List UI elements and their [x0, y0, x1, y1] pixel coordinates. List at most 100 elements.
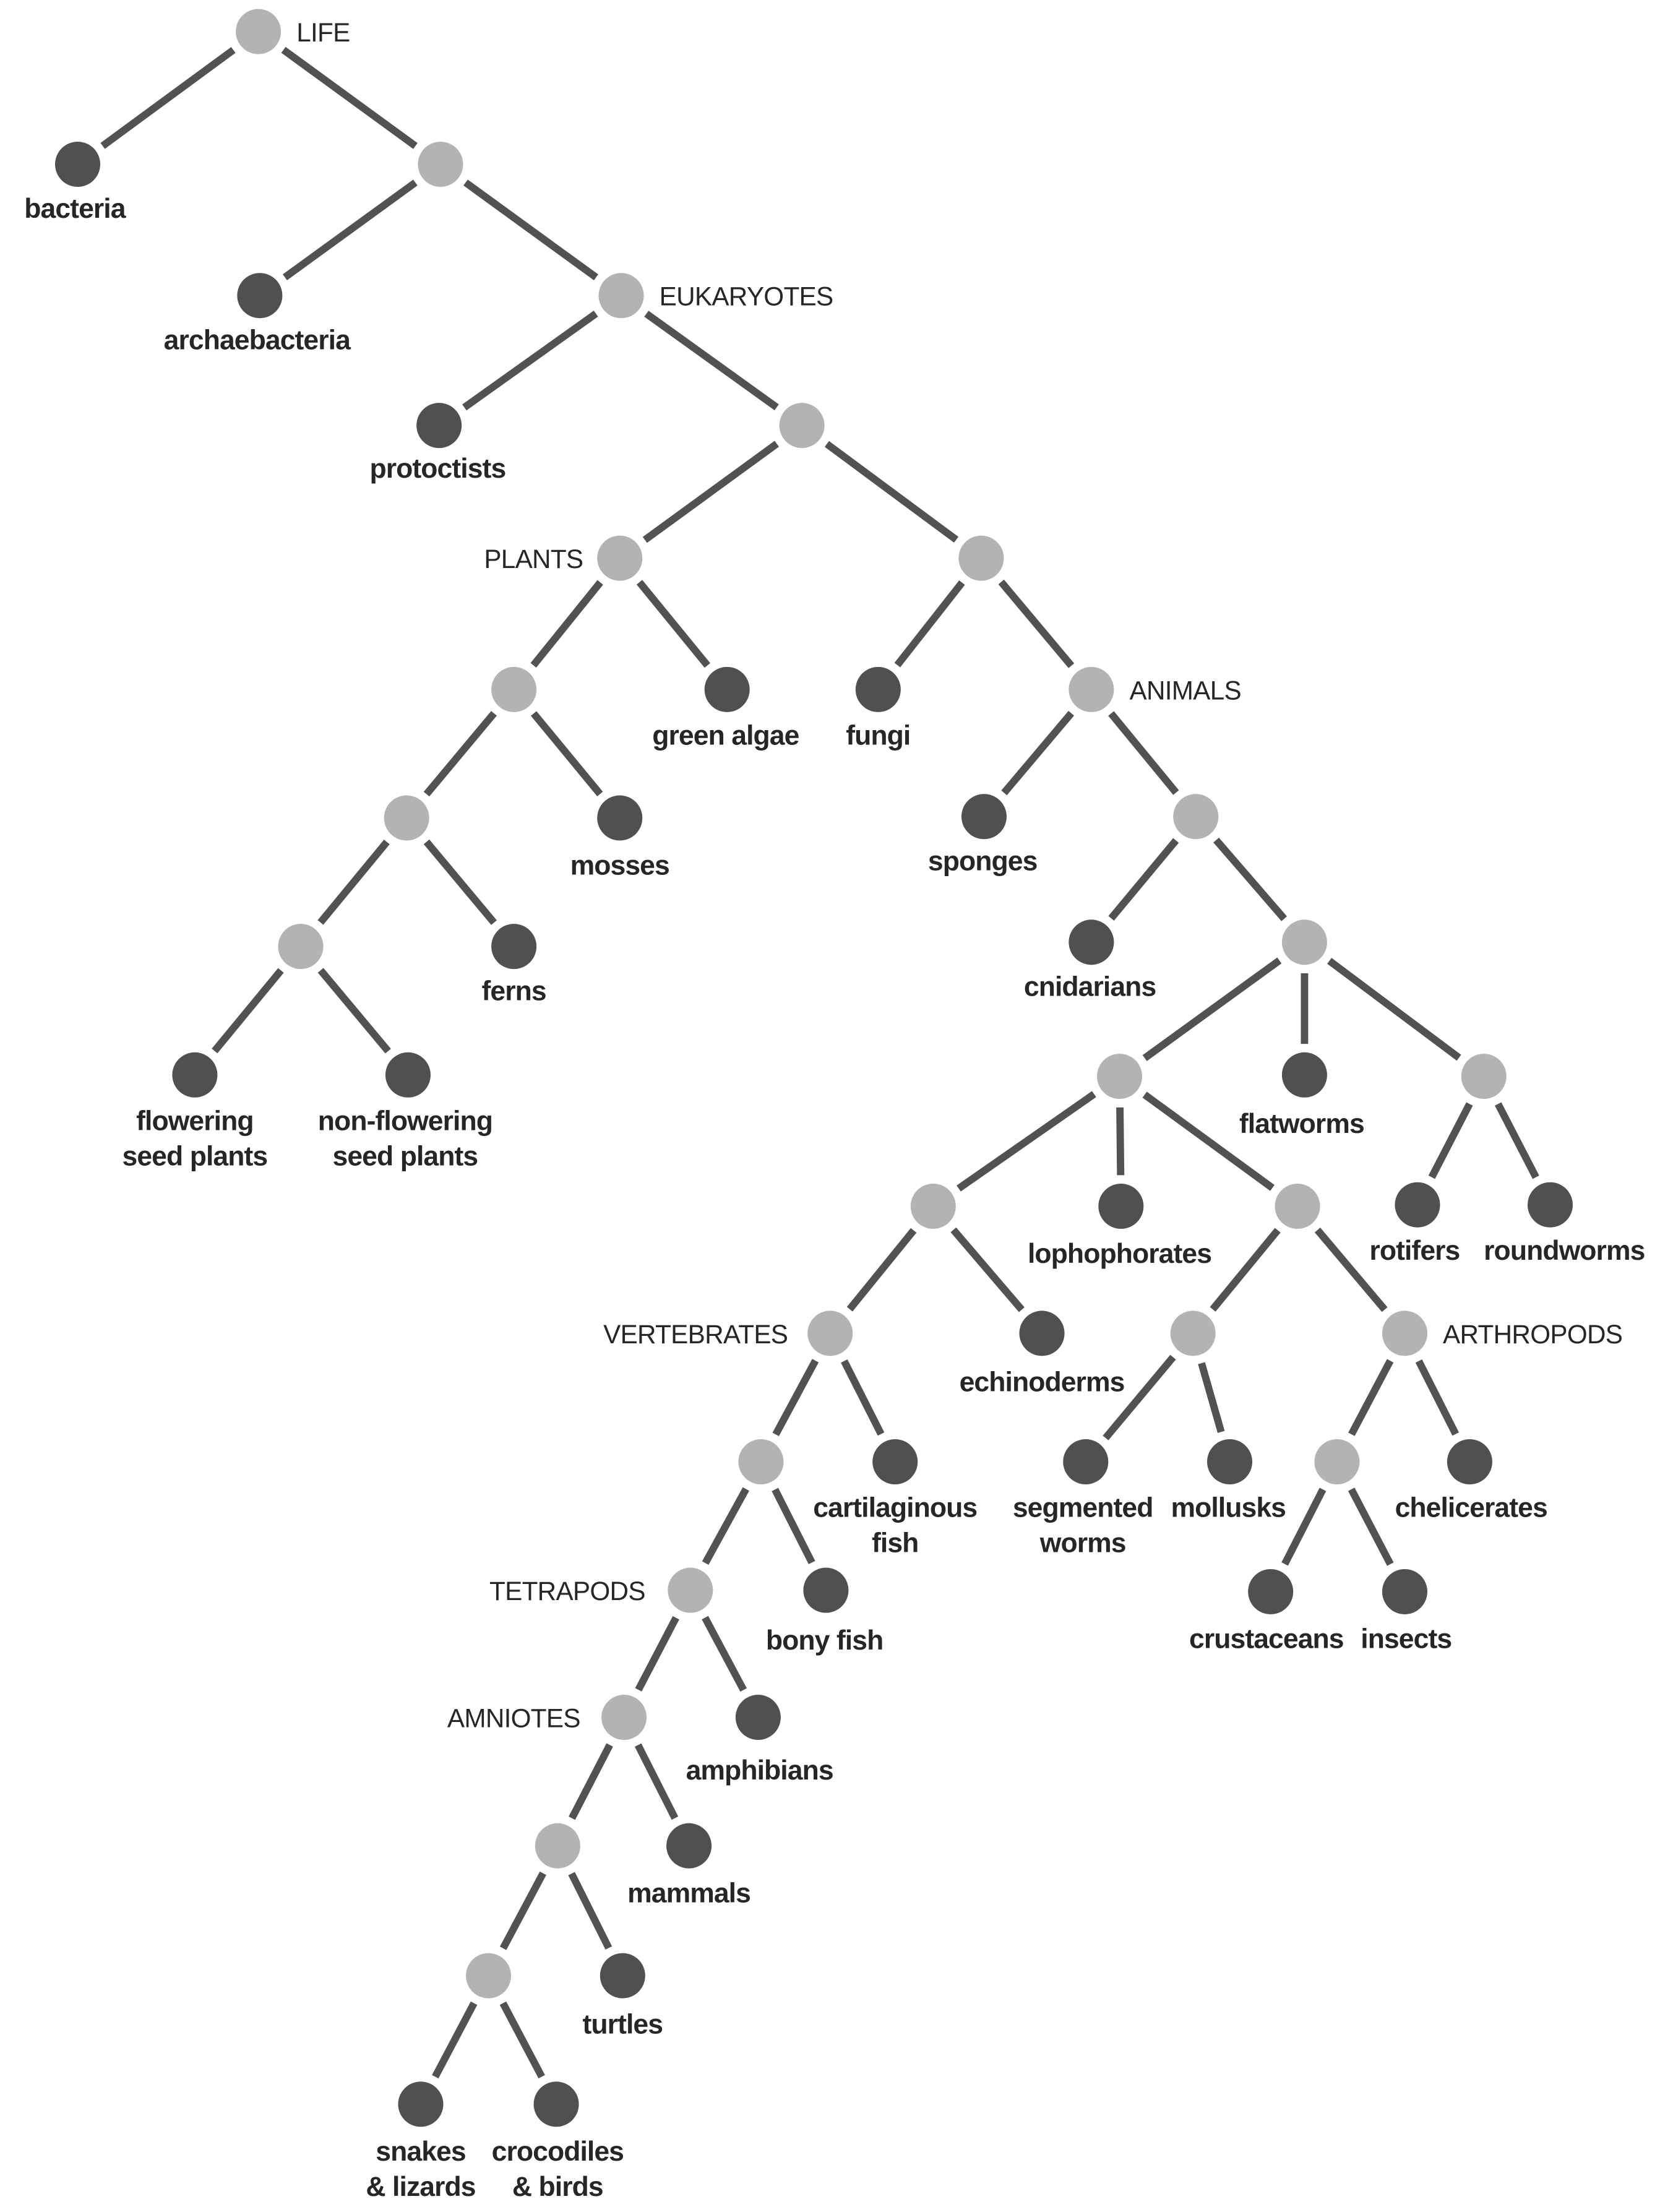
- edge-n19-n21: [702, 1487, 749, 1565]
- edge-n16-n19: [772, 1359, 819, 1437]
- leaf-label-roundworms: roundworms: [1484, 1236, 1645, 1266]
- edge-n8-ferns: [423, 839, 497, 925]
- edge-n6-n8: [423, 711, 497, 797]
- edge-n12-n14: [957, 1091, 1096, 1192]
- edge-n24-snakes-lizards: [432, 2001, 478, 2079]
- clade-node-n8: [384, 795, 429, 841]
- clade-label-n4: PLANTS: [484, 544, 583, 574]
- leaf-node-echinoderms: [1019, 1310, 1065, 1356]
- edge-n2-n3: [644, 311, 779, 411]
- leaf-label-echinoderms: echinoderms: [960, 1367, 1125, 1397]
- edge-n15-n18: [1314, 1228, 1388, 1312]
- leaf-label-sponges: sponges: [928, 846, 1038, 876]
- clade-node-n5: [958, 535, 1004, 581]
- clade-node-n21: [668, 1567, 713, 1613]
- edge-n23-turtles: [568, 1872, 613, 1950]
- leaf-label-segmented-worms: worms: [1039, 1528, 1126, 1559]
- edge-n22-mammals: [634, 1743, 679, 1820]
- edge-n19-bony-fish: [772, 1487, 815, 1565]
- clade-node-n15: [1275, 1184, 1320, 1229]
- leaf-label-mollusks: mollusks: [1171, 1493, 1286, 1523]
- clade-label-n0: LIFE: [296, 18, 350, 47]
- edge-n14-n16: [846, 1228, 917, 1312]
- leaf-node-mosses: [597, 795, 643, 841]
- leaf-node-snakes-lizards: [398, 2081, 444, 2127]
- leaf-label-mosses: mosses: [570, 850, 669, 880]
- edge-n24-crocodiles-birds: [499, 2001, 545, 2079]
- edge-n5-n7: [998, 579, 1075, 668]
- edge-n1-archaebacteria: [282, 179, 418, 281]
- leaf-label-flowering: flowering: [136, 1106, 253, 1136]
- edge-n6-mosses: [530, 711, 603, 797]
- edge-n10-flowering: [212, 968, 284, 1054]
- clade-label-n22: AMNIOTES: [447, 1704, 580, 1733]
- leaf-node-bony-fish: [803, 1567, 849, 1613]
- leaf-node-protoctists: [416, 403, 462, 449]
- leaf-node-green-algae: [704, 666, 750, 712]
- edge-n14-echinoderms: [950, 1227, 1025, 1312]
- leaf-node-flatworms: [1281, 1052, 1327, 1098]
- clade-node-n3: [779, 403, 825, 449]
- clade-label-n21: TETRAPODS: [489, 1577, 645, 1606]
- clade-label-n2: EUKARYOTES: [660, 282, 833, 311]
- leaf-node-crocodiles-birds: [533, 2081, 579, 2127]
- leaf-label-protoctists: protoctists: [369, 454, 505, 484]
- leaf-label-flowering: seed plants: [123, 1141, 268, 1171]
- leaf-node-bacteria: [54, 141, 101, 187]
- leaf-node-sponges: [961, 794, 1007, 840]
- leaf-node-insects: [1382, 1569, 1427, 1614]
- edge-n11-n13: [1327, 958, 1461, 1061]
- leaf-label-fungi: fungi: [846, 720, 910, 751]
- labels: LIFEbacteriaarchaebacteriaEUKARYOTESprot…: [24, 18, 1645, 2202]
- leaf-node-roundworms: [1527, 1182, 1573, 1228]
- edge-n0-bacteria: [100, 46, 236, 149]
- edge-n17-mollusks: [1198, 1362, 1225, 1433]
- clade-node-n23: [535, 1823, 580, 1869]
- clade-node-n10: [278, 924, 324, 970]
- edges: [100, 46, 1539, 2079]
- edge-n18-chelicerates: [1415, 1359, 1460, 1436]
- leaf-label-non-flowering: non-flowering: [318, 1106, 492, 1136]
- edge-n20-crustaceans: [1281, 1487, 1327, 1566]
- leaf-label-chelicerates: chelicerates: [1395, 1493, 1547, 1523]
- edge-n4-green-algae: [636, 580, 710, 668]
- clade-node-n24: [466, 1953, 512, 1999]
- leaf-label-lophophorates: lophophorates: [1028, 1239, 1211, 1269]
- clade-node-n6: [491, 666, 537, 712]
- edge-n3-n5: [824, 441, 959, 543]
- clade-node-n18: [1382, 1310, 1427, 1356]
- edge-n5-fungi: [894, 580, 965, 668]
- leaf-node-turtles: [600, 1953, 645, 1999]
- leaf-node-amphibians: [735, 1695, 781, 1741]
- clade-label-n18: ARTHROPODS: [1443, 1320, 1622, 1349]
- leaf-label-crocodiles-birds: crocodiles: [492, 2137, 624, 2167]
- edge-n12-n15: [1142, 1091, 1275, 1191]
- leaf-label-crocodiles-birds: & birds: [512, 2172, 603, 2202]
- edge-n22-n23: [569, 1743, 613, 1820]
- leaf-label-crustaceans: crustaceans: [1189, 1624, 1344, 1655]
- leaf-label-snakes-lizards: & lizards: [366, 2172, 475, 2202]
- leaf-node-archaebacteria: [237, 273, 283, 319]
- leaf-label-ferns: ferns: [481, 976, 546, 1006]
- edge-n10-non-flowering: [317, 968, 391, 1054]
- clade-node-n13: [1461, 1054, 1507, 1100]
- leaf-label-green-algae: green algae: [652, 720, 799, 751]
- clade-node-n17: [1170, 1310, 1216, 1356]
- leaf-label-rotifers: rotifers: [1369, 1236, 1460, 1266]
- edge-n11-n12: [1142, 957, 1282, 1061]
- leaf-label-mammals: mammals: [627, 1878, 750, 1908]
- leaf-node-ferns: [491, 924, 537, 970]
- edge-n13-rotifers: [1428, 1102, 1473, 1179]
- edge-n7-n9: [1108, 711, 1179, 795]
- leaf-node-chelicerates: [1447, 1439, 1492, 1485]
- leaf-label-cartilaginous-fish: fish: [872, 1528, 918, 1559]
- edge-n4-n6: [530, 580, 603, 668]
- edge-n13-roundworms: [1494, 1102, 1539, 1179]
- leaf-label-insects: insects: [1361, 1624, 1452, 1655]
- leaf-node-lophophorates: [1098, 1184, 1144, 1229]
- clade-node-n1: [418, 141, 463, 187]
- edge-n21-n22: [635, 1616, 679, 1692]
- leaf-node-non-flowering: [385, 1052, 431, 1098]
- clade-label-n7: ANIMALS: [1129, 676, 1241, 705]
